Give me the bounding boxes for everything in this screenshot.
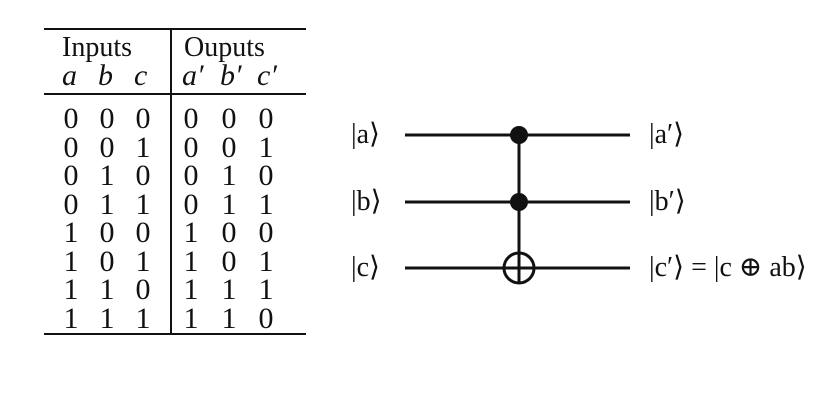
column-header-c-prime: c′ [257,59,277,92]
table-cell-r7-c5: 0 [258,301,274,335]
table-cell-r6-c0: 1 [63,273,79,306]
table-cell-r0-c4: 0 [221,102,237,135]
table-cell-r7-c4: 1 [221,301,237,335]
outputs-header: Ouputs [184,32,265,63]
table-cell-r2-c2: 0 [135,159,151,192]
table-cell-r3-c2: 1 [135,187,151,221]
table-cell-r3-c3: 0 [183,187,199,221]
table-cell-r4-c4: 0 [221,216,237,249]
toffoli-circuit: |a⟩ |b⟩ |c⟩ |a′⟩ |b′⟩ |c′⟩ = |c ⊕ ab⟩ [345,95,815,315]
table-cell-r5-c3: 1 [183,244,199,278]
output-ket-a-prime: |a′⟩ [649,119,684,151]
table-cell-r6-c3: 1 [183,273,199,306]
table-cell-r6-c5: 1 [258,273,274,306]
table-cell-r4-c3: 1 [183,216,199,249]
table-cell-r1-c1: 0 [99,130,115,164]
table-cell-r6-c1: 1 [99,273,115,306]
output-ket-c-prime-text: |c′⟩ = |c ⊕ ab⟩ [649,252,807,283]
table-cell-r3-c5: 1 [258,187,274,221]
output-ket-b-prime: |b′⟩ [649,186,686,218]
table-cell-r1-c2: 1 [135,130,151,164]
table-cell-r5-c0: 1 [63,244,79,278]
table-cell-r5-c1: 0 [99,244,115,278]
table-bottom-rule [44,333,306,335]
table-cell-r0-c5: 0 [258,102,274,135]
table-cell-r7-c2: 1 [135,301,151,335]
input-ket-c: |c⟩ [351,252,380,284]
input-ket-c-text: |c⟩ [351,252,380,283]
table-cell-r4-c2: 0 [135,216,151,249]
table-cell-r1-c0: 0 [63,130,79,164]
column-header-b: b [98,59,113,92]
input-ket-a: |a⟩ [351,119,380,151]
table-cell-r3-c4: 1 [221,187,237,221]
table-cell-r5-c2: 1 [135,244,151,278]
table-cell-r7-c1: 1 [99,301,115,335]
input-ket-b: |b⟩ [351,186,382,218]
column-header-b-prime: b′ [220,59,242,92]
input-ket-b-text: |b⟩ [351,186,382,217]
input-ket-a-text: |a⟩ [351,119,380,150]
circuit-drawing [405,126,630,285]
table-cell-r0-c3: 0 [183,102,199,135]
output-ket-b-prime-text: |b′⟩ [649,186,686,217]
control-dot-a [510,126,528,144]
table-cell-r7-c0: 1 [63,301,79,335]
column-header-a: a [62,59,77,92]
table-cell-r2-c4: 1 [221,159,237,192]
table-cell-r0-c2: 0 [135,102,151,135]
table-cell-r5-c4: 0 [221,244,237,278]
table-cell-r3-c1: 1 [99,187,115,221]
table-cell-r4-c0: 1 [63,216,79,249]
table-cell-r1-c4: 0 [221,130,237,164]
table-cell-r1-c3: 0 [183,130,199,164]
column-header-c: c [134,59,148,92]
table-cell-r2-c0: 0 [63,159,79,192]
table-cell-r1-c5: 1 [258,130,274,164]
table-cell-r3-c0: 0 [63,187,79,221]
table-divider [170,29,172,334]
table-cell-r6-c2: 0 [135,273,151,306]
table-cell-r0-c1: 0 [99,102,115,135]
table-cell-r4-c5: 0 [258,216,274,249]
table-top-rule [44,28,306,30]
column-header-a-prime: a′ [182,59,204,92]
inputs-header: Inputs [62,32,132,63]
table-cell-r0-c0: 0 [63,102,79,135]
table-cell-r7-c3: 1 [183,301,199,335]
table-cell-r2-c5: 0 [258,159,274,192]
table-cell-r2-c3: 0 [183,159,199,192]
table-cell-r5-c5: 1 [258,244,274,278]
table-cell-r6-c4: 1 [221,273,237,306]
control-dot-b [510,193,528,211]
table-cell-r2-c1: 1 [99,159,115,192]
table-cell-r4-c1: 0 [99,216,115,249]
output-ket-c-prime: |c′⟩ = |c ⊕ ab⟩ [649,252,807,284]
table-header-rule [44,93,306,95]
output-ket-a-prime-text: |a′⟩ [649,119,685,150]
